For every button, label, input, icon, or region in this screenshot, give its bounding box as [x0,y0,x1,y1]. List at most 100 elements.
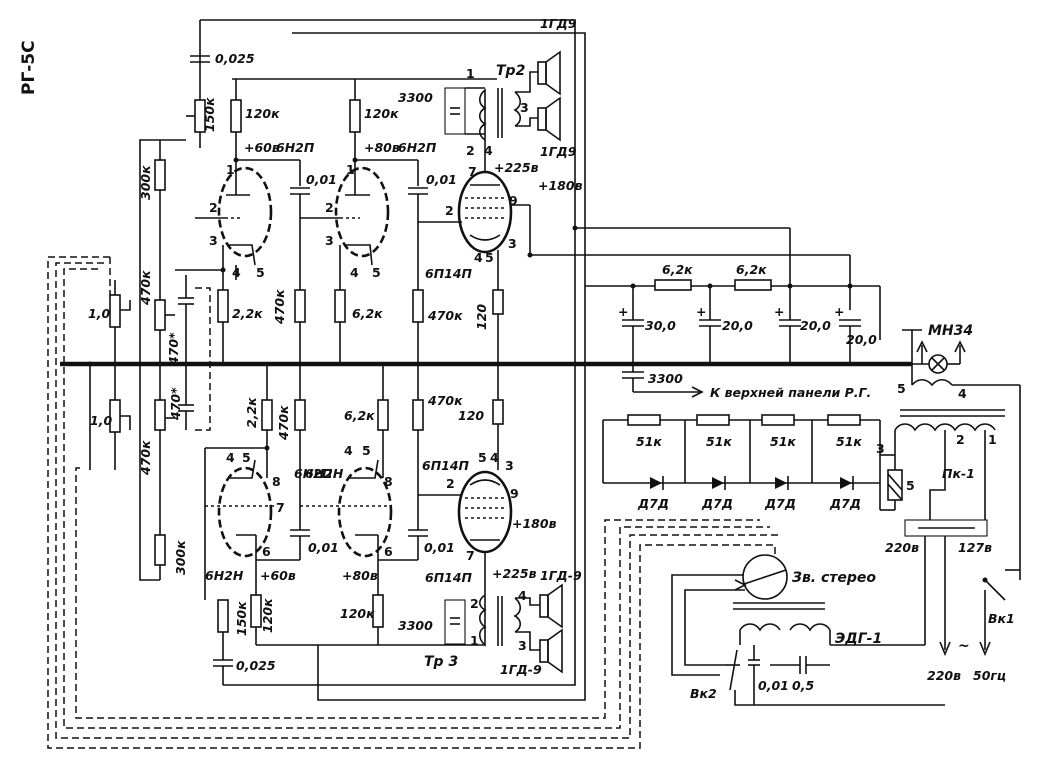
bot-speakers [515,583,563,674]
svg-text:5: 5 [362,443,371,458]
ps-d1: Д7Д [701,496,733,511]
svg-text:5: 5 [242,450,251,465]
top-t2: 6Н2П [398,140,437,155]
bot-c2: 0,01 [424,540,455,555]
svg-text:7: 7 [276,500,285,515]
top-pot-label: 150к [202,97,217,132]
top-tube1 [217,166,273,258]
ps-d3: Д7Д [829,496,861,511]
top-c2: 0,01 [426,172,457,187]
pickup-label: Зв. стерео [792,570,876,586]
title: РГ-5С [19,40,39,95]
svg-text:4: 4 [226,450,235,465]
in-r470-a: 470к [138,270,153,306]
ps-r51-2: 51к [770,434,796,449]
bot-rk2: 6,2к [344,408,375,423]
motor-label: ЭДГ-1 [835,631,882,647]
ps-lamp-label: МН34 [928,323,973,339]
svg-text:5: 5 [485,250,494,265]
svg-text:+: + [774,304,784,319]
bot-t1b: 6Н2Н [205,568,244,583]
switch2[interactable] [729,649,738,691]
svg-text:3: 3 [508,236,517,251]
bot-cap3300: 3300 [398,618,433,633]
top-r-out: 120 [474,304,489,330]
in-pot2-label: 1,0 [90,413,112,428]
svg-text:8: 8 [272,474,281,489]
ps-c4: 20,0 [846,332,877,347]
power-switch[interactable] [984,579,1006,601]
bot-v2: +80в [342,568,378,583]
top-t1: 6Н2П [276,140,315,155]
top-cap3300: 3300 [398,90,433,105]
top-rg1: 470к [272,289,287,325]
voltage-selector[interactable] [904,519,988,537]
ps-tilde: ~ [958,638,970,654]
ps-c2: 20,0 [722,318,753,333]
top-speaker-top: 1ГД9 [540,16,577,31]
top-v180: +180в [538,178,583,193]
bot-out-tube-label: 6П14П [422,458,470,473]
ps-c1: 30,0 [645,318,676,333]
bot-v180: +180в [512,516,557,531]
ps-pk: Пк-1 [942,466,975,481]
bot-rk1: 2,2к [244,397,259,428]
motor-switch2: Вк2 [690,686,717,701]
top-v1: +60в [244,140,280,155]
svg-text:3: 3 [520,100,529,115]
bot-v-out: +225в [492,566,537,581]
ps-mains-v: 220в [927,668,961,683]
top-speakers [515,50,561,142]
top-transformer: Тр2 [496,63,525,79]
svg-text:2: 2 [446,476,455,491]
bot-pot-label: 150к [234,601,249,636]
top-channel: 0,025 150к 120к 120к +60в 6Н2П +80в 6Н2П… [186,16,586,690]
svg-text:9: 9 [510,486,519,501]
pickup-icon [742,554,788,600]
top-v-out: +225в [494,160,539,175]
svg-text:1: 1 [470,633,479,648]
top-v2: +80в [364,140,400,155]
top-cap-0025: 0,025 [215,51,255,66]
svg-text:7: 7 [468,164,477,179]
svg-text:4: 4 [490,450,499,465]
ps-c3: 20,0 [800,318,831,333]
fuse [887,469,903,501]
top-rg2: 470к [427,308,463,323]
top-rk1: 2,2к [232,306,263,321]
svg-text:5: 5 [478,450,487,465]
svg-text:2: 2 [470,596,479,611]
svg-text:3: 3 [325,233,334,248]
in-pot1-label: 1,0 [88,306,110,321]
ps-v127: 127в [958,540,992,555]
top-out-tube-label: 6П14П [425,266,473,281]
ps-d2: Д7Д [764,496,796,511]
svg-text:3: 3 [209,233,218,248]
bot-transformer: Тр 3 [424,654,458,670]
svg-text:3: 3 [518,638,527,653]
motor-c1: 0,01 [758,678,789,693]
top-speaker-bottom: 1ГД9 [540,144,577,159]
svg-text:1: 1 [346,162,355,177]
ps-c3300: 3300 [648,371,683,386]
motor-c2: 0,5 [792,678,814,693]
svg-text:1: 1 [988,432,997,447]
svg-text:1: 1 [226,162,235,177]
bot-tube2 [337,466,393,558]
ps-r51-0: 51к [636,434,662,449]
bot-t2: 6Н2П [294,466,333,481]
top-r2: 120к [364,106,399,121]
svg-text:7: 7 [466,548,475,563]
in-pot1 [109,294,121,328]
diodes [650,476,854,490]
in-r470-d: 470* [168,387,183,421]
in-r470-c: 470* [166,332,181,366]
svg-text:6: 6 [384,544,393,559]
svg-text:1: 1 [466,66,475,81]
svg-text:+: + [696,304,706,319]
ps-note: К верхней панели Р.Г. [710,385,871,400]
svg-text:4: 4 [474,250,483,265]
bot-speaker-top: 1ГД-9 [540,568,582,583]
ps-mains-f: 50гц [973,668,1006,683]
svg-text:9: 9 [509,193,518,208]
